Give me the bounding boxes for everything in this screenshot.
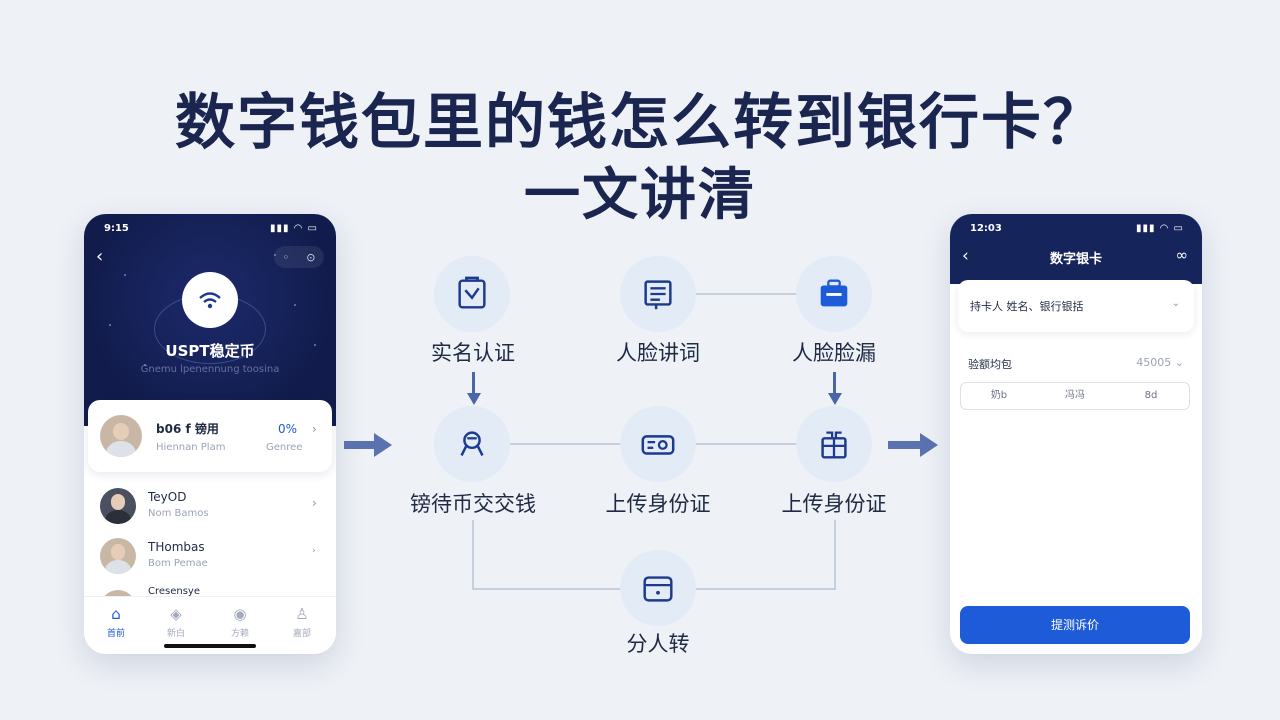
- step-label: 人脸讲词: [616, 341, 700, 365]
- submit-button[interactable]: 提测诉价: [960, 606, 1190, 644]
- connector-line: [472, 520, 474, 590]
- status-bar: 9:15 ▮▮▮ ◠ ▭: [104, 223, 318, 234]
- percent-value: 0%: [278, 422, 298, 436]
- list-item[interactable]: THombas Bom Pemae ›: [84, 534, 336, 580]
- connector-line: [696, 293, 796, 295]
- avatar: [100, 415, 142, 457]
- step-label: 实名认证: [431, 341, 515, 365]
- step-exchange: [434, 406, 510, 482]
- step-label: 分人转: [626, 632, 690, 656]
- segment-option[interactable]: 奶b: [990, 390, 1008, 401]
- arrow-down-shaft: [833, 372, 836, 394]
- arrow-down-icon: [828, 393, 842, 405]
- connector-line: [834, 520, 836, 590]
- briefcase-icon: [820, 279, 848, 307]
- target-icon[interactable]: ⊙: [306, 250, 316, 264]
- connector-line: [510, 443, 620, 445]
- tab-play[interactable]: ◉ 方赖: [215, 605, 265, 639]
- cardholder-select[interactable]: 持卡人 姓名、银行银括 ⌄: [958, 280, 1194, 332]
- list-item[interactable]: TeyOD Nom Bamos ›: [84, 482, 336, 528]
- shield-icon: ◈: [170, 605, 182, 623]
- coin-name: USPT稳定币: [165, 342, 255, 360]
- back-icon[interactable]: ‹: [962, 246, 969, 266]
- amount-value[interactable]: 45005 ⌄: [1136, 356, 1184, 369]
- tab-profile[interactable]: ♙ 嘉部: [277, 605, 327, 639]
- step-upload-id-1: [620, 406, 696, 482]
- play-icon: ◉: [233, 605, 247, 623]
- contact-name: b06 f 镑用: [156, 422, 219, 436]
- step-label: 上传身份证: [781, 492, 887, 516]
- contact-sub: Hiennan Plam: [156, 442, 226, 453]
- page-title: 数字钱包里的钱怎么转到银行卡？: [175, 88, 1105, 158]
- coin-logo-icon: [182, 272, 238, 328]
- coin-pouch-icon: [460, 431, 484, 456]
- avatar: [100, 488, 136, 524]
- step-label: 人脸脸漏: [792, 341, 876, 365]
- amount-segment-control: 奶b 冯冯 8d: [960, 382, 1190, 410]
- chevron-right-icon: ›: [312, 496, 317, 510]
- bank-card-phone-screen: 12:03 ▮▮▮ ◠ ▭ ‹ 数字银卡 ∞ 持卡人 姓名、银行银括 ⌄ 验额均…: [950, 214, 1202, 654]
- step-label: 上传身份证: [605, 492, 711, 516]
- connector-line: [696, 443, 796, 445]
- back-icon[interactable]: ‹: [96, 246, 104, 267]
- step-transfer: [620, 550, 696, 626]
- user-icon: ♙: [295, 605, 309, 623]
- step-upload-id-2: [796, 406, 872, 482]
- contact-name: Cresensye: [148, 586, 201, 597]
- contact-sub: Nom Bamos: [148, 508, 209, 519]
- chevron-down-icon: ⌄: [1171, 298, 1180, 309]
- percent-sub: Genree: [266, 442, 303, 453]
- wallet-icon: [643, 576, 673, 602]
- step-face-scan: [796, 256, 872, 332]
- step-verify: [434, 256, 510, 332]
- wallet-phone-screen: 9:15 ▮▮▮ ◠ ▭ ‹ ◦ ⊙ USPT稳定币 Gnemu lpenenn…: [84, 214, 336, 654]
- gift-icon: [821, 431, 847, 459]
- link-icon[interactable]: ∞: [1175, 246, 1189, 264]
- segment-option[interactable]: 冯冯: [1065, 390, 1085, 401]
- amount-label: 验额均包: [968, 358, 1012, 371]
- home-indicator: [164, 644, 256, 648]
- step-label: 镑待币交交钱: [410, 492, 536, 516]
- cardholder-select-text: 持卡人 姓名、银行银括: [970, 300, 1084, 313]
- header-action-pill[interactable]: ◦ ⊙: [274, 246, 324, 268]
- more-icon[interactable]: ◦: [282, 250, 290, 264]
- coin-subtitle: Gnemu lpenennung toosina: [140, 364, 280, 375]
- contact-name: TeyOD: [148, 490, 187, 504]
- chevron-right-icon: ›: [312, 422, 317, 436]
- document-icon: [644, 280, 672, 310]
- avatar: [100, 538, 136, 574]
- arrow-down-icon: [467, 393, 481, 405]
- contact-name: THombas: [148, 540, 205, 554]
- arrow-right-icon: [888, 433, 938, 457]
- bottom-tab-bar: ⌂ 首前 ◈ 新白 ◉ 方赖 ♙ 嘉部: [84, 596, 336, 654]
- step-face-talk: [620, 256, 696, 332]
- featured-contact-card[interactable]: b06 f 镑用 Hiennan Plam 0% Genree ›: [88, 400, 332, 472]
- home-icon: ⌂: [111, 605, 121, 623]
- status-bar: 12:03 ▮▮▮ ◠ ▭: [970, 223, 1184, 234]
- bank-header: [950, 214, 1202, 284]
- contact-sub: Bom Pemae: [148, 558, 208, 569]
- chevron-right-icon: ›: [312, 546, 316, 556]
- page-subtitle: 一文讲清: [524, 163, 756, 228]
- arrow-right-icon: [344, 433, 392, 457]
- arrow-down-shaft: [472, 372, 475, 394]
- shield-check-icon: [458, 276, 486, 309]
- segment-option[interactable]: 8d: [1144, 390, 1158, 401]
- connector-line: [696, 588, 836, 590]
- screen-title: 数字银卡: [1049, 252, 1102, 267]
- id-card-icon: [641, 435, 675, 455]
- tab-shield[interactable]: ◈ 新白: [151, 605, 201, 639]
- connector-line: [472, 588, 620, 590]
- tab-home[interactable]: ⌂ 首前: [91, 605, 141, 639]
